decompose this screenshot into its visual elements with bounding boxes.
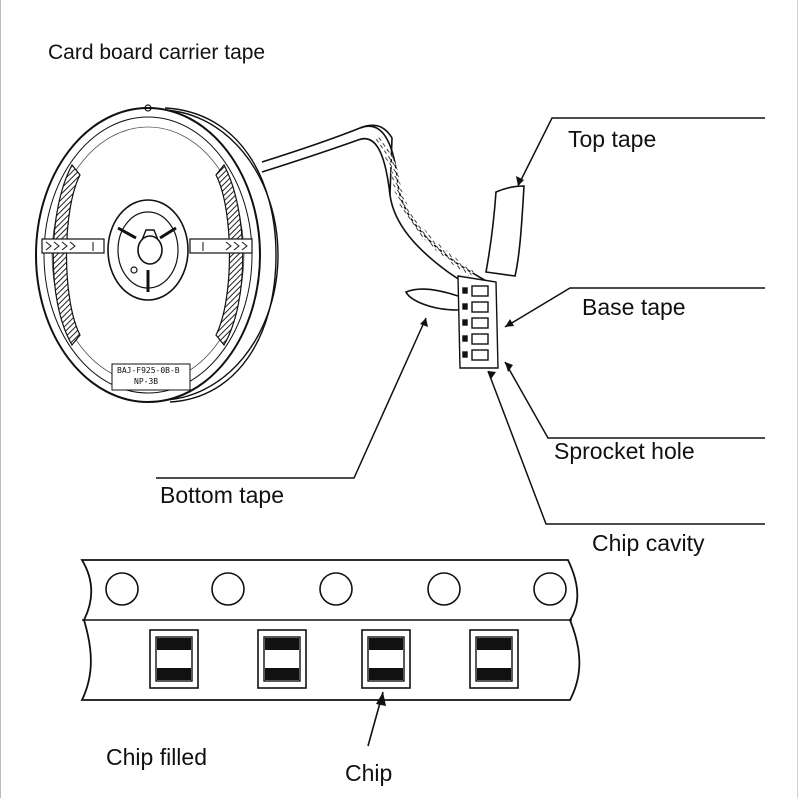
chip-electrode-top [157,638,191,650]
chip-electrode-top [369,638,403,650]
bottom-tape [404,288,459,311]
callout-sprocket-hole [504,361,765,439]
chip-pocket-1 [149,629,199,689]
label-sprocket-hole: Sprocket hole [554,438,695,464]
label-bottom-tape: Bottom tape [160,482,285,508]
chip-electrode-bottom [369,668,403,680]
label-base-tape: Base tape [582,294,686,320]
label-chip-filled: Chip filled [106,744,207,770]
reel-label-line1: BAJ-F925-0B-B [117,366,180,375]
chip-pockets [149,629,519,689]
reel-hub [107,199,189,301]
callout-arrowheads [420,176,524,379]
label-top-tape: Top tape [568,126,657,152]
label-chip-cavity: Chip cavity [592,530,705,556]
sprocket-hole-3 [319,572,353,606]
base-tape [457,275,499,369]
sprocket-hole-5 [533,572,567,606]
callout-bottom-tape [156,317,427,479]
chip-electrode-bottom [157,668,191,680]
chip-electrode-top [265,638,299,650]
sprocket-hole-1 [105,572,139,606]
sprocket-hole-4 [427,572,461,606]
chip-pocket-4 [469,629,519,689]
chip-electrode-bottom [265,668,299,680]
sprocket-hole-2 [211,572,245,606]
callout-lines [156,117,765,525]
callout-chip-cavity [487,370,765,525]
chip-electrode-top [477,638,511,650]
top-tape [485,185,525,277]
chip-pocket-3 [361,629,411,689]
reel-label-line2: NP-3B [134,377,159,386]
diagram-title: Card board carrier tape [48,41,266,64]
reel [35,104,279,403]
tape-ribbon [261,124,489,293]
reel-spoke-left [41,238,105,254]
sprocket-holes [105,572,567,606]
label-chip: Chip [345,760,393,786]
chip-electrode-bottom [477,668,511,680]
reel-window-right [215,163,244,347]
reel-spoke-right [189,238,253,254]
reel-label-box [111,363,191,391]
chip-pocket-2 [257,629,307,689]
callout-top-tape [517,117,765,187]
reel-window-left [52,163,81,347]
callout-base-tape [504,287,765,328]
chip-pointer-arrowhead [376,692,386,706]
